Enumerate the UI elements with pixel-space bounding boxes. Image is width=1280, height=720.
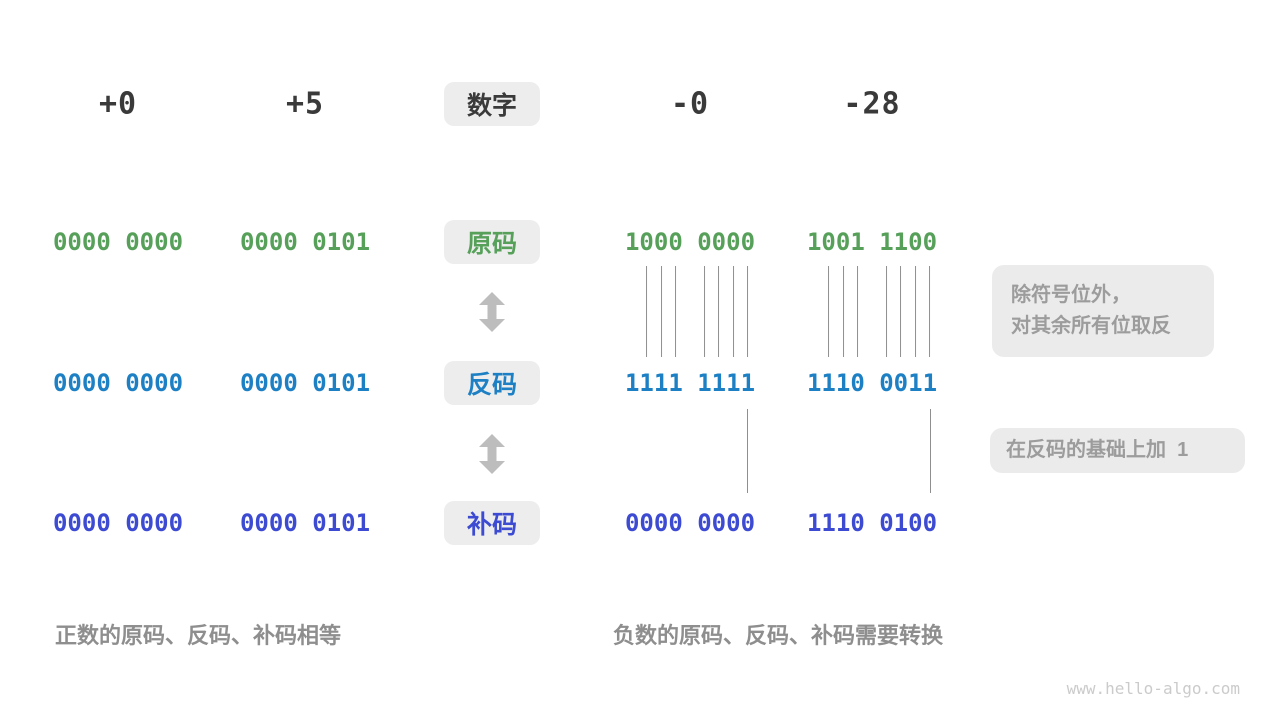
number-header-minus0: -0	[670, 86, 710, 122]
ones-complement-plus5: 0000 0101	[239, 369, 371, 397]
ones-complement-plus0: 0000 0000	[52, 369, 184, 397]
watermark-url: www.hello-algo.com	[1066, 679, 1240, 698]
twos-complement-minus28: 1110 0100	[806, 509, 938, 537]
sign-magnitude-minus28: 1001 1100	[806, 228, 938, 256]
number-header-plus5: +5	[285, 86, 325, 122]
twos-complement-plus0: 0000 0000	[52, 509, 184, 537]
ones-complement-minus0: 1111 1111	[624, 369, 756, 397]
twos-complement-minus0: 0000 0000	[624, 509, 756, 537]
number-header-plus0: +0	[98, 86, 138, 122]
bit-connector-lines-minus28	[807, 266, 937, 357]
sign-magnitude-plus0: 0000 0000	[52, 228, 184, 256]
row-label-twos-complement: 补码	[444, 501, 540, 545]
invert-bits-note-line2: 对其余所有位取反	[1011, 315, 1171, 337]
ones-complement-minus28: 1110 0011	[806, 369, 938, 397]
invert-bits-note: 除符号位外， 对其余所有位取反	[992, 265, 1214, 357]
add-one-connector-line-minus28	[930, 409, 931, 493]
updown-arrow-icon	[479, 292, 505, 332]
invert-bits-note-line1: 除符号位外，	[1011, 284, 1131, 306]
caption-negative-numbers: 负数的原码、反码、补码需要转换	[613, 623, 944, 648]
twos-complement-plus5: 0000 0101	[239, 509, 371, 537]
sign-magnitude-minus0: 1000 0000	[624, 228, 756, 256]
number-header-minus28: -28	[843, 86, 901, 122]
updown-arrow-icon	[479, 434, 505, 474]
sign-magnitude-plus5: 0000 0101	[239, 228, 371, 256]
add-one-note: 在反码的基础上加 1	[990, 428, 1245, 473]
add-one-connector-line-minus0	[747, 409, 748, 493]
bit-connector-lines-minus0	[625, 266, 755, 357]
row-label-number: 数字	[444, 82, 540, 126]
row-label-sign-magnitude: 原码	[444, 220, 540, 264]
row-label-ones-complement: 反码	[444, 361, 540, 405]
caption-positive-numbers: 正数的原码、反码、补码相等	[55, 623, 342, 648]
